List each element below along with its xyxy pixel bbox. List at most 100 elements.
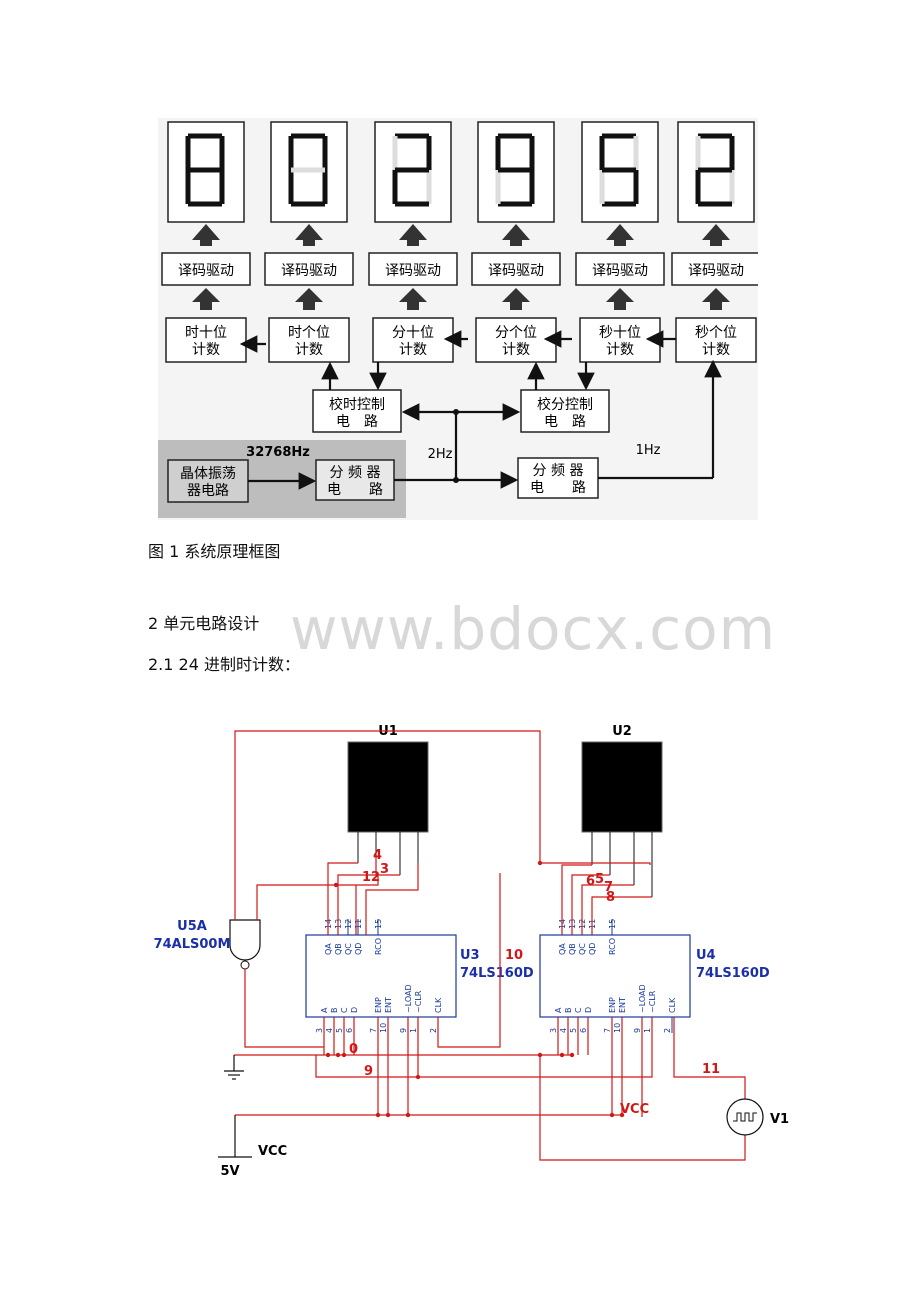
- nand-bubble: [240, 960, 250, 970]
- u4-pin-number: 10: [613, 1023, 622, 1033]
- decoder-driver-box: [368, 252, 458, 286]
- u4-pin-name: QB: [568, 943, 577, 955]
- oscillator-line2: 器电路: [187, 483, 229, 499]
- v1-label: V1: [770, 1112, 789, 1127]
- u4-chip: [539, 934, 691, 1018]
- u3-pin-number: 2: [429, 1028, 438, 1033]
- net-label: 9: [364, 1064, 373, 1079]
- u4-pin-name: A: [554, 1007, 563, 1013]
- u3-pin-number: 1: [409, 1028, 418, 1033]
- freq-2hz-label: 2Hz: [428, 447, 453, 462]
- u4-pin-name: D: [584, 1007, 593, 1013]
- u3-pin-name: A: [320, 1007, 329, 1013]
- u3-pin-number: 5: [335, 1028, 344, 1033]
- five-volt-label: 5V: [220, 1164, 239, 1179]
- display-digit-2: [695, 133, 735, 207]
- u3-pin-number: 3: [315, 1028, 324, 1033]
- u3-pin-number: 11: [354, 919, 363, 929]
- vcc-label-1: VCC: [258, 1144, 287, 1159]
- u5a-label: U5A: [177, 919, 207, 934]
- decoder-driver-label: 译码驱动: [688, 263, 744, 279]
- u4-pin-name: B: [564, 1008, 573, 1014]
- u1-display: [347, 741, 429, 833]
- net-label: 8: [606, 890, 615, 905]
- section-heading-2-1: 2.1 24 进制时计数：: [148, 655, 300, 674]
- display-digit-8: [185, 133, 225, 207]
- junction-dot: [453, 409, 459, 415]
- u3-pin-name: ENT: [384, 997, 393, 1013]
- u3-pin-name: RCO: [374, 938, 383, 955]
- u4-pin-name: QC: [578, 943, 587, 955]
- counter-box: [475, 317, 557, 363]
- freq-32768-label: 32768Hz: [246, 445, 310, 460]
- u4-label: U4: [696, 948, 716, 963]
- counter-24-schematic: U1 U2 14QA13QB12QC11QD15RCO3A4B5C6D7ENP1…: [154, 724, 790, 1179]
- freq-1hz-label: 1Hz: [636, 443, 661, 458]
- divider1-line1: 分 频 器: [330, 465, 381, 481]
- watermark: www.bdocx.com: [290, 595, 777, 663]
- u4-pin-name: C: [574, 1007, 583, 1013]
- display-digit-5: [599, 133, 639, 207]
- decoder-driver-label: 译码驱动: [281, 263, 337, 279]
- net-label: 4: [373, 848, 382, 863]
- u3-pin-name: B: [330, 1008, 339, 1014]
- counter-label-line1: 时个位: [288, 325, 330, 341]
- u4-pin-name: ~LOAD: [638, 984, 647, 1013]
- display-digit-2: [392, 133, 432, 207]
- u3-label: U3: [460, 948, 480, 963]
- u3-pin-name: QC: [344, 943, 353, 955]
- u4-pin-number: 9: [633, 1028, 642, 1033]
- u4-pin-number: 6: [579, 1028, 588, 1033]
- decoder-driver-box: [471, 252, 561, 286]
- u3-pin-number: 4: [325, 1028, 334, 1033]
- decoder-driver-label: 译码驱动: [488, 263, 544, 279]
- net-label: 6: [586, 874, 595, 889]
- counter-box: [165, 317, 247, 363]
- counter-label-line1: 秒十位: [599, 325, 641, 341]
- divider1-line2: 电 路: [327, 482, 383, 498]
- divider2-box: [517, 457, 599, 499]
- decoder-driver-box: [575, 252, 665, 286]
- u3-pin-name: ENP: [374, 997, 383, 1013]
- u3-pin-number: 10: [379, 1023, 388, 1033]
- counter-label-line2: 计数: [192, 342, 220, 358]
- u4-pin-number: 2: [663, 1028, 672, 1033]
- net-label: 3: [380, 862, 389, 877]
- minute-control-line2: 电 路: [544, 414, 586, 430]
- u4-pin-name: RCO: [608, 938, 617, 955]
- u4-pin-name: QD: [588, 943, 597, 955]
- u3-part-label: 74LS160D: [460, 966, 534, 981]
- counter-label-line1: 时十位: [185, 325, 227, 341]
- u4-pin-name: ~CLR: [648, 990, 657, 1013]
- decoder-driver-box: [264, 252, 354, 286]
- hour-control-line2: 电 路: [336, 414, 378, 430]
- junction-dot: [453, 477, 459, 483]
- u3-pin-name: QB: [334, 943, 343, 955]
- u4-pin-name: ENT: [618, 997, 627, 1013]
- u3-pin-name: QD: [354, 943, 363, 955]
- oscillator-line1: 晶体振荡: [180, 466, 236, 482]
- minute-control-line1: 校分控制: [537, 396, 593, 413]
- u4-pin-name: QA: [558, 943, 567, 955]
- counter-label-line1: 分个位: [495, 325, 537, 341]
- hour-control-line1: 校时控制: [329, 396, 385, 413]
- counter-label-line2: 计数: [295, 342, 323, 358]
- counter-label-line2: 计数: [502, 342, 530, 358]
- section-heading-2: 2 单元电路设计: [148, 614, 260, 633]
- decoder-driver-label: 译码驱动: [592, 263, 648, 279]
- u3-chip: [305, 934, 457, 1018]
- u3-pin-name: ~CLR: [414, 990, 423, 1013]
- decoder-driver-label: 译码驱动: [178, 263, 234, 279]
- u3-pin-name: C: [340, 1007, 349, 1013]
- u3-pin-name: QA: [324, 943, 333, 955]
- u4-pin-number: 1: [643, 1028, 652, 1033]
- decoder-driver-box: [161, 252, 251, 286]
- display-digit-0: [288, 133, 328, 207]
- figure1-caption: 图 1 系统原理框图: [148, 542, 281, 561]
- net-label: 7: [604, 880, 613, 895]
- u3-pin-number: 15: [374, 919, 383, 929]
- u4-pin-number: 5: [569, 1028, 578, 1033]
- u3-pin-number: 12: [344, 919, 353, 929]
- u4-part-label: 74LS160D: [696, 966, 770, 981]
- counter-label-line2: 计数: [606, 342, 634, 358]
